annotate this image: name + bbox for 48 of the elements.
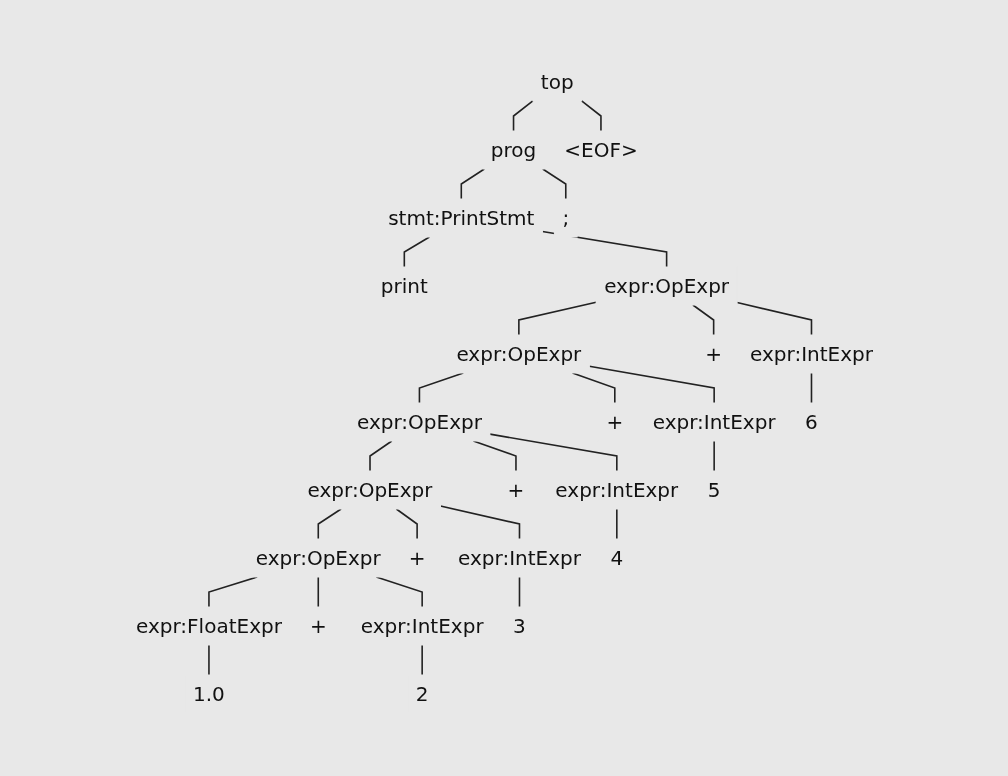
connector <box>810 372 812 404</box>
node-text: + <box>507 478 524 502</box>
node-text: + <box>309 614 327 638</box>
connector <box>488 433 618 472</box>
connector <box>317 576 319 608</box>
node-text: <EOF> <box>563 138 638 162</box>
node-text: expr:IntExpr <box>457 546 581 570</box>
node-text: top <box>540 70 574 94</box>
node-text: expr:IntExpr <box>652 410 776 434</box>
connector <box>439 505 520 540</box>
connector <box>207 644 210 676</box>
node-text: expr:IntExpr <box>360 614 484 638</box>
connector <box>460 168 485 200</box>
connector <box>317 508 342 540</box>
node-text: 4 <box>609 546 623 570</box>
connector <box>541 168 567 200</box>
connector <box>518 576 520 608</box>
node-text: 5 <box>707 478 721 502</box>
node-text: expr:OpExpr <box>307 478 432 502</box>
node-text: expr:IntExpr <box>749 342 873 366</box>
connector <box>735 301 812 336</box>
connector <box>615 508 618 540</box>
node-text: expr:OpExpr <box>255 546 381 570</box>
node-text: 1.0 <box>192 682 225 706</box>
node-text: 2 <box>415 682 429 706</box>
connector <box>691 304 714 336</box>
node-text: expr:OpExpr <box>356 410 482 434</box>
connector <box>712 440 715 472</box>
connector <box>517 301 597 336</box>
connector <box>368 440 393 472</box>
node-text: expr:OpExpr <box>455 342 581 366</box>
node-text: prog <box>490 138 536 162</box>
node-text: + <box>704 342 722 366</box>
connector <box>512 100 534 132</box>
node-text: print <box>380 274 428 298</box>
connector <box>420 644 423 676</box>
node-text: 6 <box>804 410 818 434</box>
node-text: stmt:PrintStmt <box>387 206 534 230</box>
node-text: + <box>408 546 426 570</box>
node-text: expr:OpExpr <box>603 274 729 298</box>
connector <box>580 100 602 132</box>
connector <box>403 236 430 268</box>
node-text: 3 <box>512 614 526 638</box>
node-text: expr:IntExpr <box>554 478 678 502</box>
node-text: expr:FloatExpr <box>135 614 282 638</box>
node-text: + <box>605 410 623 434</box>
connector <box>588 365 715 404</box>
connector <box>395 508 418 540</box>
